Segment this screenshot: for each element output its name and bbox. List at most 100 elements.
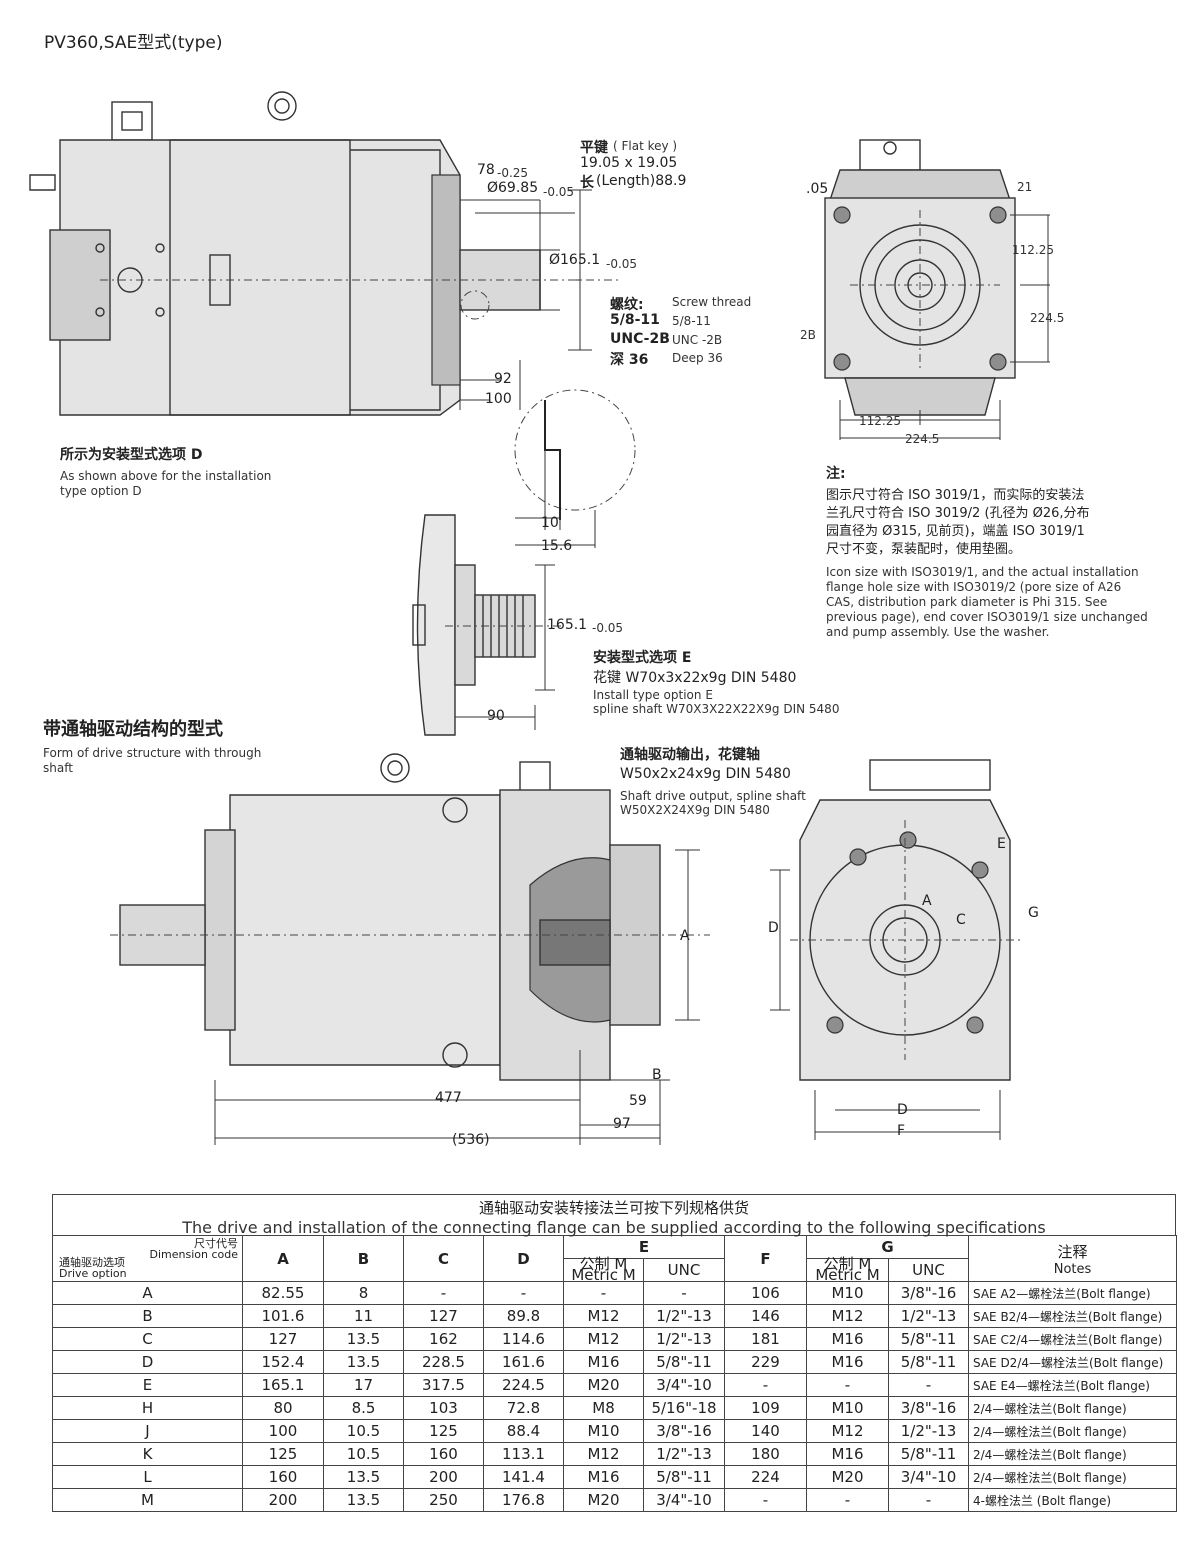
dim-92: 92	[494, 371, 512, 387]
cell-e-metric: M20	[563, 1488, 644, 1512]
flat-key-size: 19.05 x 19.05	[580, 155, 678, 171]
cell-note: SAE B2/4—螺栓法兰(Bolt flange)	[968, 1304, 1177, 1328]
cell-note: SAE C2/4—螺栓法兰(Bolt flange)	[968, 1327, 1177, 1351]
end-label-a: A	[922, 893, 932, 909]
dim-78-tol: -0.25	[497, 166, 529, 180]
cell-d: 161.6	[483, 1350, 564, 1374]
cell-f: 140	[724, 1419, 807, 1443]
end-dim-112-v: 112.25	[1012, 243, 1054, 257]
cell-note: SAE E4—螺栓法兰(Bolt flange)	[968, 1373, 1177, 1397]
cell-e-metric: M12	[563, 1327, 644, 1351]
cell-f: 224	[724, 1465, 807, 1489]
header-notes-cn: 注释	[1057, 1242, 1088, 1261]
cell-g-metric: M16	[806, 1350, 889, 1374]
end-label-d-v: D	[768, 920, 779, 936]
caption-option-d-en-2: type option D	[60, 484, 142, 498]
cell-option: D	[52, 1350, 243, 1374]
header-e-unc: UNC	[643, 1258, 725, 1282]
cell-e-metric: M12	[563, 1304, 644, 1328]
cell-a: 100	[242, 1419, 324, 1443]
dim-165-tol: -0.05	[606, 257, 638, 271]
cell-e-metric: M12	[563, 1442, 644, 1466]
cell-e-metric: M20	[563, 1373, 644, 1397]
end-dim-224-h: 224.5	[905, 432, 940, 446]
length-cn: 长	[580, 175, 594, 191]
cell-f: -	[724, 1488, 807, 1512]
cell-option: C	[52, 1327, 243, 1351]
corner-header: 尺寸代号 Dimension code 通轴驱动选项 Drive option	[52, 1235, 243, 1282]
cell-d: 114.6	[483, 1327, 564, 1351]
corner-en-top: Dimension code	[149, 1248, 239, 1261]
cell-a: 160	[242, 1465, 324, 1489]
spec-table-container: 通轴驱动安装转接法兰可按下列规格供货 The drive and install…	[52, 1194, 1177, 1512]
header-c: C	[403, 1235, 484, 1282]
through-shaft-title-en-2: shaft	[43, 761, 73, 775]
option-e-title-cn: 安装型式选项 E	[593, 650, 692, 666]
cell-d: 89.8	[483, 1304, 564, 1328]
cell-option: J	[52, 1419, 243, 1443]
cell-c: 200	[403, 1465, 484, 1489]
end-dim-112-h: 112.25	[859, 414, 901, 428]
cell-a: 165.1	[242, 1373, 324, 1397]
cell-f: 109	[724, 1396, 807, 1420]
end-dim-224-v: 224.5	[1030, 311, 1065, 325]
cell-c: 160	[403, 1442, 484, 1466]
shaft-output-en-2: W50X2X24X9g DIN 5480	[620, 803, 770, 817]
cell-note: 2/4—螺栓法兰(Bolt flange)	[968, 1419, 1177, 1443]
length-en: (Length)88.9	[596, 173, 687, 189]
cell-d: -	[483, 1281, 564, 1305]
cell-option: M	[52, 1488, 243, 1512]
end-label-g: G	[1028, 905, 1039, 921]
thread-b: UNC-2B	[610, 331, 670, 347]
cell-a: 127	[242, 1327, 324, 1351]
header-e-metric-en: Metric M	[571, 1266, 636, 1284]
cell-c: -	[403, 1281, 484, 1305]
cell-g-unc: -	[888, 1373, 969, 1397]
header-g-metric-en: Metric M	[815, 1266, 880, 1284]
cell-b: 10.5	[323, 1419, 404, 1443]
caption-option-d-cn: 所示为安装型式选项 D	[60, 447, 203, 463]
cell-d: 72.8	[483, 1396, 564, 1420]
cell-a: 152.4	[242, 1350, 324, 1374]
cell-e-unc: 1/2"-13	[643, 1327, 725, 1351]
dim-15-6: 15.6	[541, 538, 573, 554]
dim-165: Ø165.1	[549, 252, 601, 268]
cell-g-unc: 5/8"-11	[888, 1442, 969, 1466]
pump-side-view-drawing	[29, 91, 620, 416]
cell-f: 181	[724, 1327, 807, 1351]
through-shaft-side-drawing	[110, 753, 710, 1145]
cell-g-metric: M10	[806, 1396, 889, 1420]
cell-g-metric: M12	[806, 1304, 889, 1328]
end-label-2b: 2B	[800, 328, 816, 342]
cell-note: 2/4—螺栓法兰(Bolt flange)	[968, 1442, 1177, 1466]
cell-option: E	[52, 1373, 243, 1397]
cell-b: 13.5	[323, 1350, 404, 1374]
thread-a: 5/8-11	[610, 312, 660, 328]
flat-key-cn: 平键	[580, 140, 608, 156]
cell-e-unc: 5/8"-11	[643, 1465, 725, 1489]
cell-c: 228.5	[403, 1350, 484, 1374]
cell-g-metric: -	[806, 1373, 889, 1397]
cell-d: 141.4	[483, 1465, 564, 1489]
note-en-3: CAS, distribution park diameter is Phi 3…	[826, 595, 1108, 609]
note-en-2: flange hole size with ISO3019/2 (pore si…	[826, 580, 1122, 594]
end-dim-05: .05	[806, 181, 829, 197]
option-e-dim-165-tol: -0.05	[592, 621, 624, 635]
table-caption: 通轴驱动安装转接法兰可按下列规格供货 The drive and install…	[52, 1194, 1176, 1237]
cell-d: 224.5	[483, 1373, 564, 1397]
cell-b: 13.5	[323, 1488, 404, 1512]
cell-g-metric: M20	[806, 1465, 889, 1489]
detail-view-drawing	[514, 389, 636, 548]
shaft-output-en-1: Shaft drive output, spline shaft	[620, 789, 806, 803]
cell-b: 13.5	[323, 1465, 404, 1489]
option-e-dim-165: 165.1	[547, 617, 588, 633]
cell-option: L	[52, 1465, 243, 1489]
option-e-en-1: Install type option E	[593, 688, 713, 702]
cell-e-unc: 1/2"-13	[643, 1304, 725, 1328]
